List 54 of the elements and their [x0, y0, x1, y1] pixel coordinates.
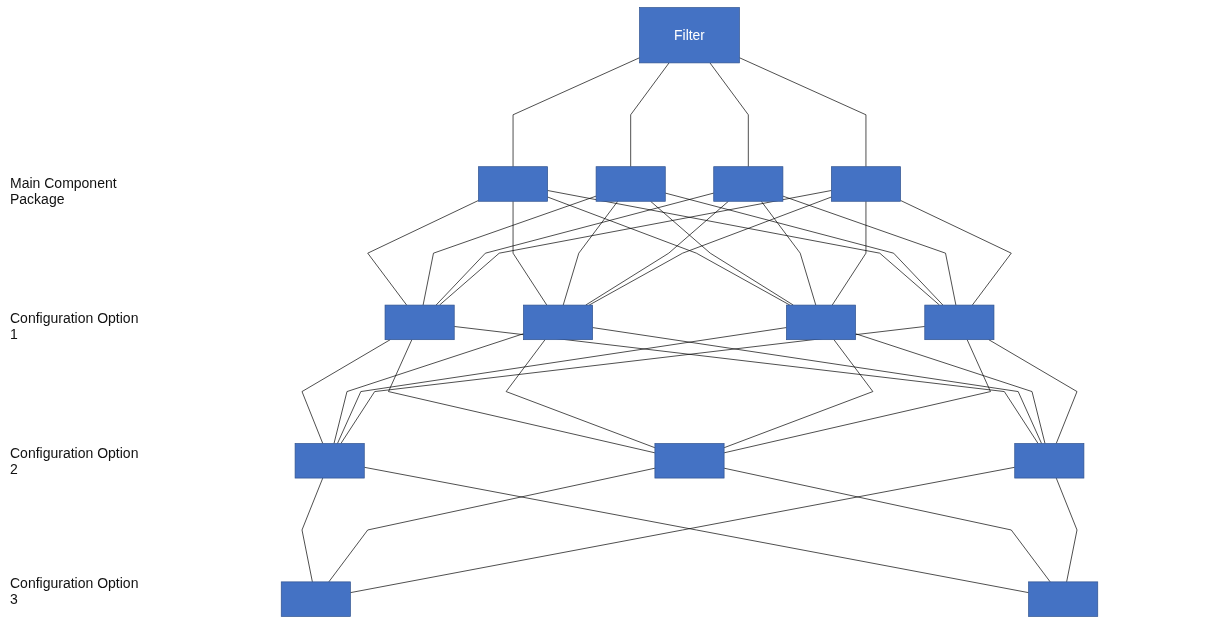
connector — [630, 62, 670, 168]
connector — [588, 196, 832, 306]
connector — [333, 333, 524, 444]
connector — [900, 200, 1012, 306]
connector — [760, 200, 817, 306]
node-box — [924, 304, 995, 341]
row-label: Configuration Option 2 — [10, 445, 140, 477]
node-box — [713, 166, 784, 202]
connector — [562, 200, 619, 306]
connector — [739, 57, 867, 168]
connector — [505, 339, 656, 449]
node-box — [1014, 443, 1085, 479]
connector — [723, 339, 874, 449]
connector — [709, 62, 749, 168]
node-box: Filter — [639, 7, 740, 64]
row-label: Configuration Option 1 — [10, 310, 140, 342]
node-box — [280, 581, 351, 617]
connector — [512, 200, 548, 306]
node-box — [384, 304, 455, 341]
connector — [453, 326, 1039, 444]
connector — [650, 200, 794, 306]
node-box — [523, 304, 593, 341]
connector — [547, 190, 940, 306]
node-box — [831, 166, 901, 202]
connector — [367, 200, 479, 306]
connector — [328, 467, 656, 583]
connector — [664, 192, 944, 306]
connector — [439, 190, 832, 306]
node-box — [654, 443, 725, 479]
connector — [388, 339, 656, 454]
node-box — [1028, 581, 1099, 617]
connector — [422, 195, 597, 306]
connector — [723, 339, 991, 454]
connector — [337, 327, 787, 444]
node-box — [595, 166, 666, 202]
connector — [782, 195, 957, 306]
connector — [512, 57, 640, 168]
node-box — [294, 443, 365, 479]
connector — [988, 339, 1078, 444]
connector — [547, 196, 791, 306]
connector — [301, 477, 324, 583]
connector — [592, 327, 1042, 444]
connector — [855, 333, 1046, 444]
row-label: Configuration Option 3 — [10, 575, 140, 607]
connector — [585, 200, 729, 306]
node-box — [478, 166, 548, 202]
connector — [1055, 477, 1078, 583]
connector — [723, 467, 1051, 583]
connector — [340, 326, 926, 444]
connector — [831, 200, 867, 306]
connector — [301, 339, 391, 444]
row-label: Main Component Package — [10, 175, 118, 207]
connector — [435, 192, 715, 306]
node-box — [786, 304, 856, 341]
